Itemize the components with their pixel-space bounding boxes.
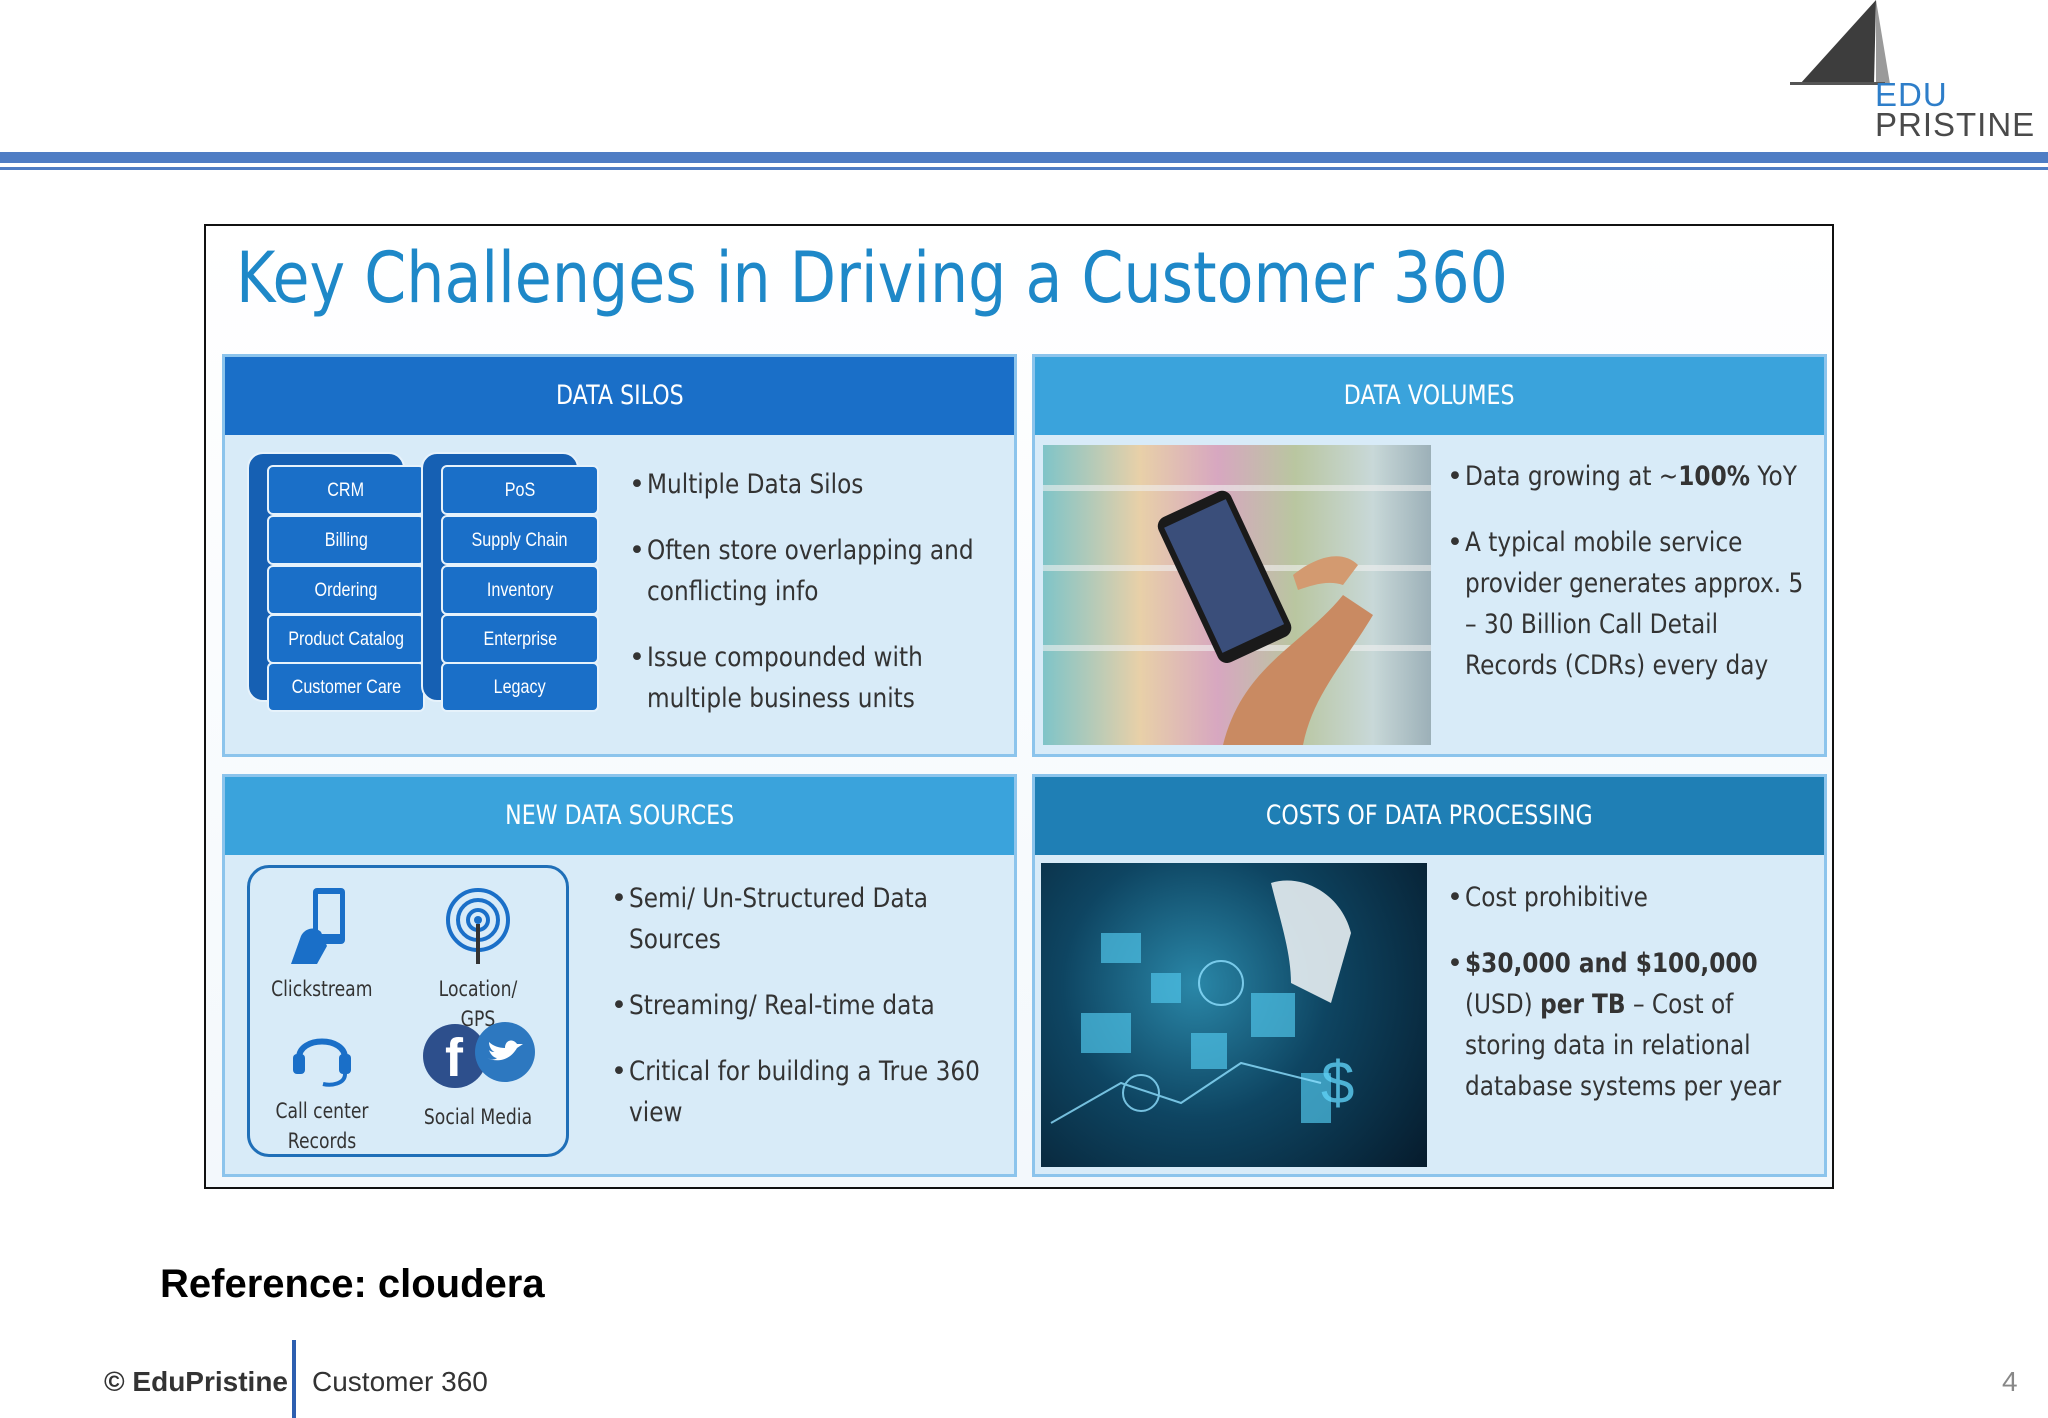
data-sources-icons-box: Clickstream Location/ GPS Call center R [247,865,569,1157]
reference-text: Reference: cloudera [160,1262,545,1306]
data-volumes-bullets: Data growing at ~100% YoY A typical mobi… [1447,456,1817,711]
bullet-item: Data growing at ~100% YoY [1447,456,1817,497]
bullet-text: – Cost of storing data in relational dat… [1465,989,1782,1102]
data-silos-bullets: Multiple Data Silos Often store overlapp… [629,464,999,744]
slide-title: Key Challenges in Driving a Customer 360 [236,237,1508,319]
sail-logo-icon [1790,0,1890,85]
footer-divider [292,1340,296,1418]
db-legacy: Legacy [441,662,599,712]
db-ordering: Ordering [267,565,425,615]
bullet-bold: $30,000 and $100,000 [1465,948,1758,979]
copyright-text: © EduPristine [104,1366,288,1397]
svg-text:f: f [445,1028,464,1088]
page-number: 4 [2002,1366,2018,1397]
costs-panel: COSTS OF DATA PROCESSING $ Cost prohibit… [1032,774,1827,1177]
bullet-text: YoY [1750,461,1797,492]
clickstream-source: Clickstream [252,886,392,1004]
db-inventory: Inventory [441,565,599,615]
db-customer-care: Customer Care [267,662,425,712]
bullet-text: Data growing at ~ [1465,461,1679,492]
new-data-sources-bullets: Semi/ Un-Structured Data Sources Streami… [611,878,991,1158]
db-supply-chain: Supply Chain [441,515,599,565]
digital-graph-icon: $ [1050,880,1354,1124]
header-rule [0,152,2048,163]
hand-phone-icon [1043,485,1431,745]
shopper-phone-photo [1043,445,1431,745]
header-rule-thin [0,167,2048,170]
edupristine-logo: EDU PRISTINE [1790,0,2034,145]
new-data-sources-panel: NEW DATA SOURCES Clickstream Location/ G… [222,774,1017,1177]
antenna-icon [446,888,510,964]
data-volumes-panel: DATA VOLUMES Data growing at ~100% YoY A… [1032,354,1827,757]
embedded-slide: Key Challenges in Driving a Customer 360… [204,224,1834,1189]
bullet-item: Often store overlapping and conflicting … [629,530,999,612]
bullet-bold: 100% [1678,461,1751,492]
db-enterprise: Enterprise [441,614,599,664]
costs-bullets: Cost prohibitive $30,000 and $100,000 (U… [1447,877,1817,1132]
svg-text:$: $ [1321,1049,1354,1116]
bullet-item: Issue compounded with multiple business … [629,637,999,719]
bullet-item: $30,000 and $100,000 (USD) per TB – Cost… [1447,943,1817,1107]
bullet-item: Multiple Data Silos [629,464,999,505]
db-product-catalog: Product Catalog [267,614,425,664]
bullet-item: Semi/ Un-Structured Data Sources [611,878,991,960]
bullet-item: Streaming/ Real-time data [611,985,991,1026]
bullet-item: Critical for building a True 360 view [611,1051,991,1133]
data-silos-panel: DATA SILOS CRM Billing Ordering Product … [222,354,1017,757]
db-crm: CRM [267,465,425,515]
bullet-item: A typical mobile service provider genera… [1447,522,1817,686]
bullet-text: (USD) [1465,989,1541,1020]
phone-hand-icon [291,888,345,964]
headset-icon [293,1038,351,1087]
location-source: Location/ GPS [408,886,548,1034]
data-visualization-photo: $ [1041,863,1427,1167]
db-pos: PoS [441,465,599,515]
bullet-bold: per TB [1540,989,1626,1020]
logo-edu-text: EDU [1875,76,1948,113]
costs-header: COSTS OF DATA PROCESSING [1035,777,1824,855]
bullet-item: Cost prohibitive [1447,877,1817,918]
logo-pristine-text: PRISTINE [1875,106,2036,143]
data-silos-header: DATA SILOS [225,357,1014,435]
new-data-sources-header: NEW DATA SOURCES [225,777,1014,855]
call-center-source: Call center Records [252,1018,392,1156]
data-volumes-header: DATA VOLUMES [1035,357,1824,435]
facebook-twitter-icon: f [423,1022,535,1088]
db-billing: Billing [267,515,425,565]
footer-title: Customer 360 [312,1366,488,1397]
social-media-source: f Social Media [408,1018,548,1132]
